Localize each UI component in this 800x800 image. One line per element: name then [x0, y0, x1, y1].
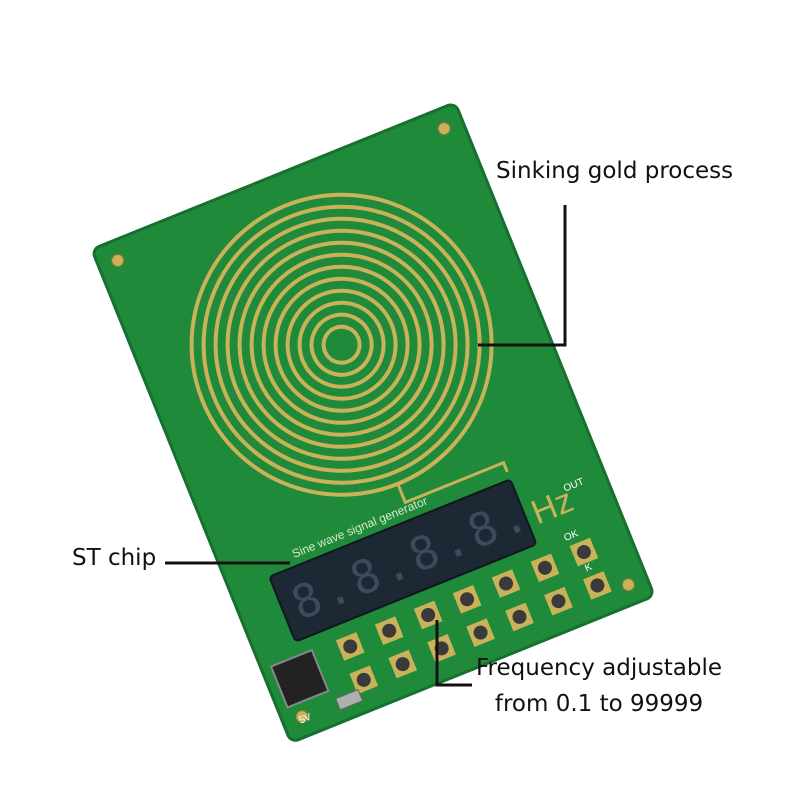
keypad-button[interactable] [583, 571, 612, 600]
keypad-button[interactable] [452, 584, 482, 614]
mounting-hole [621, 578, 635, 592]
mounting-hole [295, 710, 309, 724]
keypad-button[interactable] [335, 632, 365, 661]
usb-port [335, 689, 364, 711]
pcb-board: 8.8.8.8. Hz Sine wave signal generator O… [92, 103, 654, 742]
ok-label: OK [562, 528, 580, 544]
label-frequency: Frequency adjustable from 0.1 to 99999 [476, 650, 722, 722]
callout-line-gold [478, 205, 567, 347]
keypad [335, 537, 612, 695]
keypad-button[interactable] [388, 649, 418, 679]
label-frequency-line1: Frequency adjustable [476, 655, 723, 681]
keypad-button[interactable] [544, 586, 573, 616]
mounting-hole [437, 122, 451, 136]
label-st-chip: ST chip [72, 545, 157, 571]
gold-spiral-coil [189, 192, 509, 505]
k-label: K [583, 562, 594, 575]
power-label: 5V [298, 712, 314, 727]
label-sinking-gold: Sinking gold process [496, 158, 734, 184]
keypad-button[interactable] [374, 616, 404, 646]
mounting-hole [111, 253, 125, 267]
keypad-button[interactable] [505, 602, 534, 632]
callout-line-freq [435, 620, 472, 687]
keypad-button[interactable] [530, 553, 560, 583]
keypad-button[interactable] [349, 665, 379, 695]
keypad-button[interactable] [466, 618, 495, 647]
st-chip [269, 648, 330, 709]
display-window [269, 479, 537, 642]
keypad-button[interactable] [491, 569, 521, 598]
keypad-button[interactable] [569, 537, 599, 567]
keypad-button[interactable] [413, 600, 443, 630]
label-frequency-line2: from 0.1 to 99999 [494, 691, 704, 717]
